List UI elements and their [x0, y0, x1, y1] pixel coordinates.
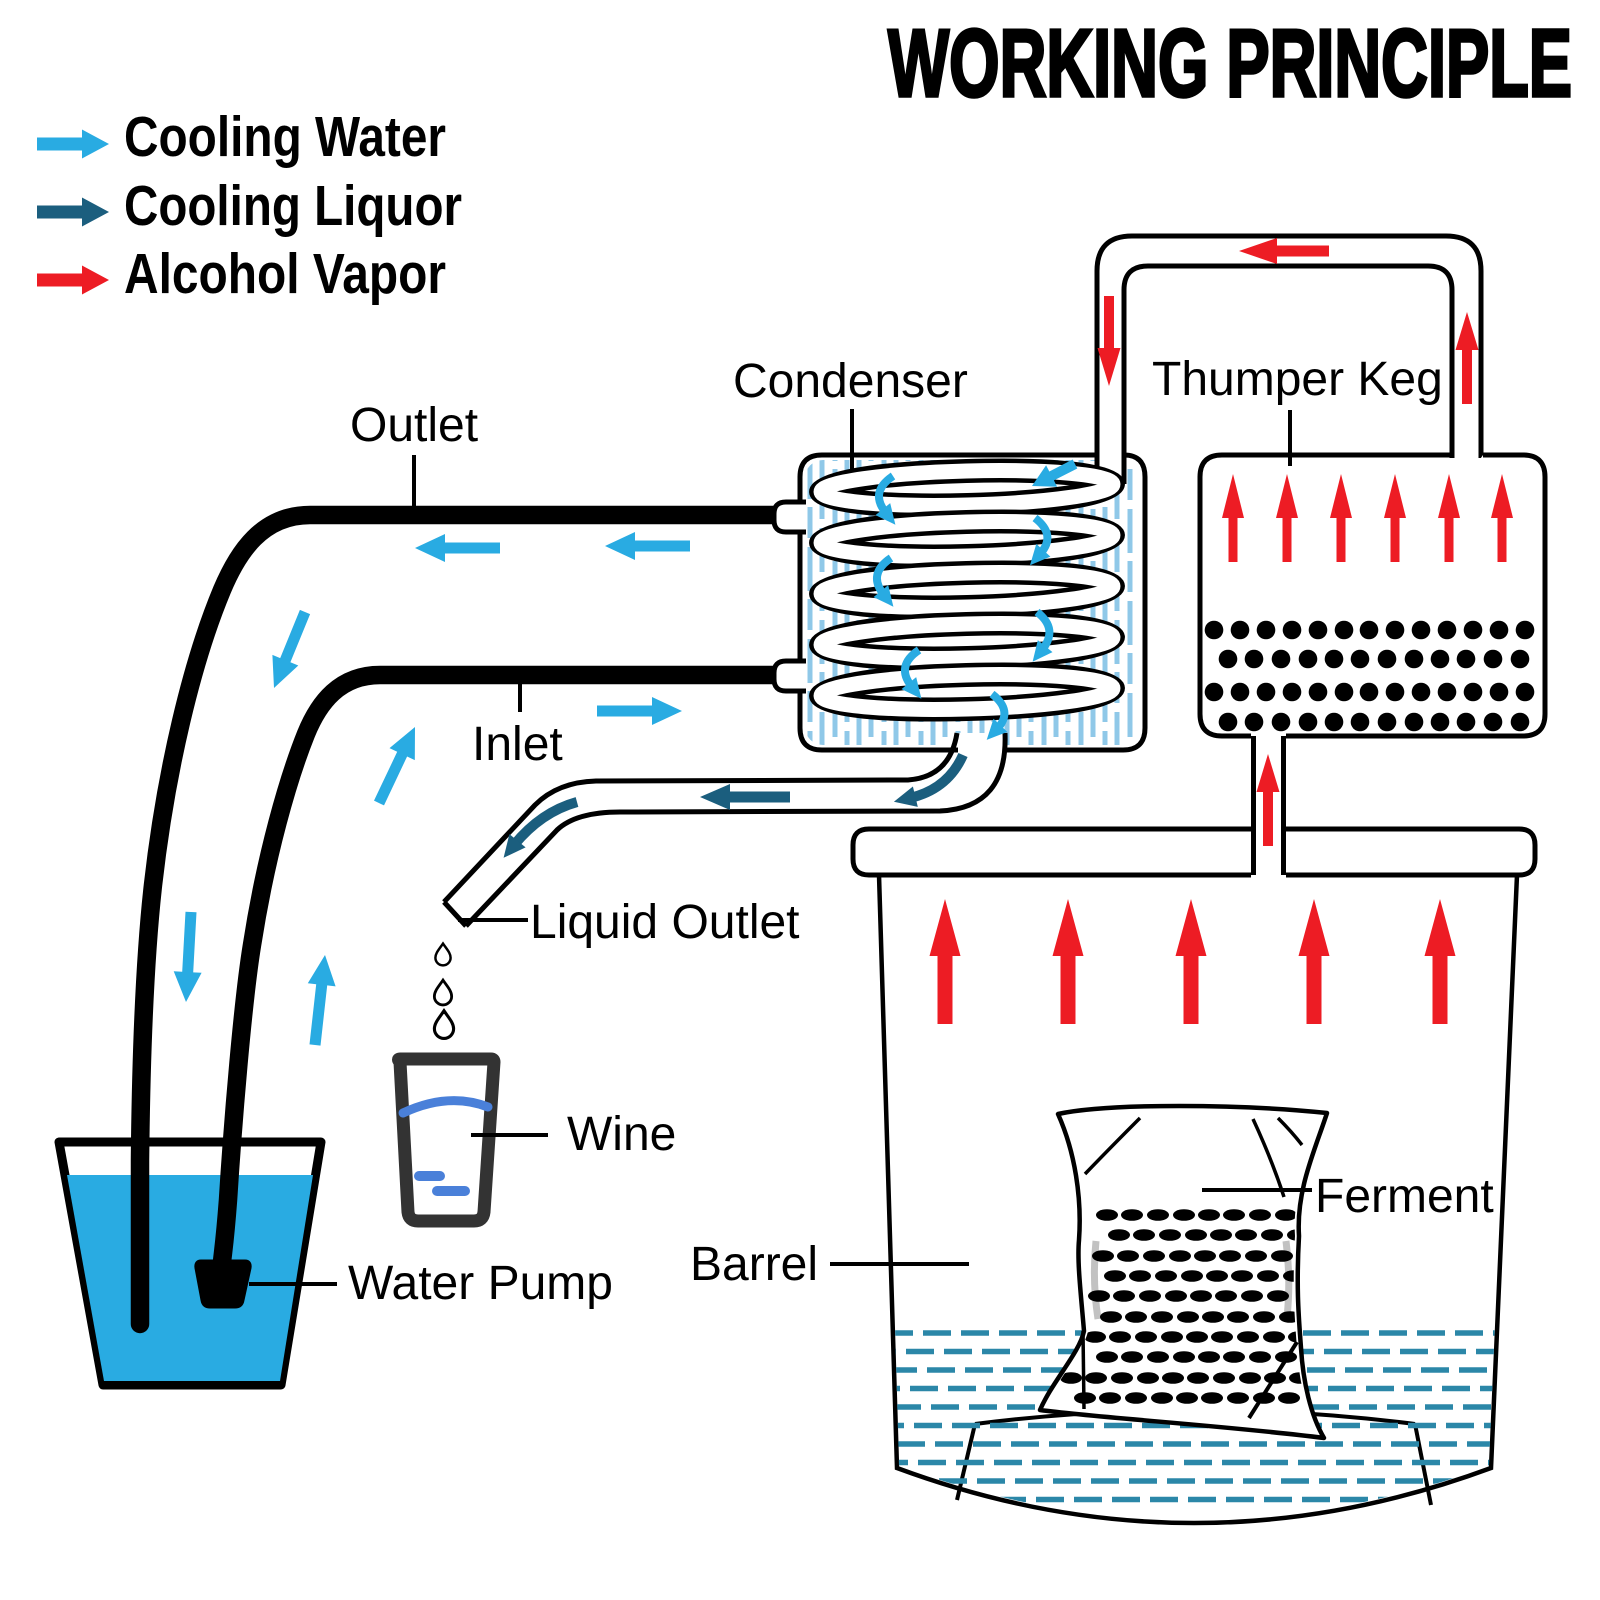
svg-text:Water Pump: Water Pump [348, 1257, 613, 1310]
svg-text:Cooling Liquor: Cooling Liquor [124, 174, 462, 238]
svg-text:Inlet: Inlet [472, 718, 563, 771]
svg-text:Condenser: Condenser [733, 355, 968, 408]
svg-text:Thumper Keg: Thumper Keg [1152, 353, 1443, 406]
svg-text:Barrel: Barrel [690, 1238, 818, 1291]
svg-text:Cooling Water: Cooling Water [124, 105, 446, 169]
svg-text:Liquid Outlet: Liquid Outlet [530, 896, 800, 949]
svg-text:Wine: Wine [567, 1108, 676, 1161]
svg-text:Ferment: Ferment [1315, 1170, 1494, 1223]
svg-text:WORKING PRINCIPLE: WORKING PRINCIPLE [888, 10, 1572, 117]
svg-text:Outlet: Outlet [350, 399, 478, 452]
svg-text:Alcohol Vapor: Alcohol Vapor [124, 242, 446, 306]
